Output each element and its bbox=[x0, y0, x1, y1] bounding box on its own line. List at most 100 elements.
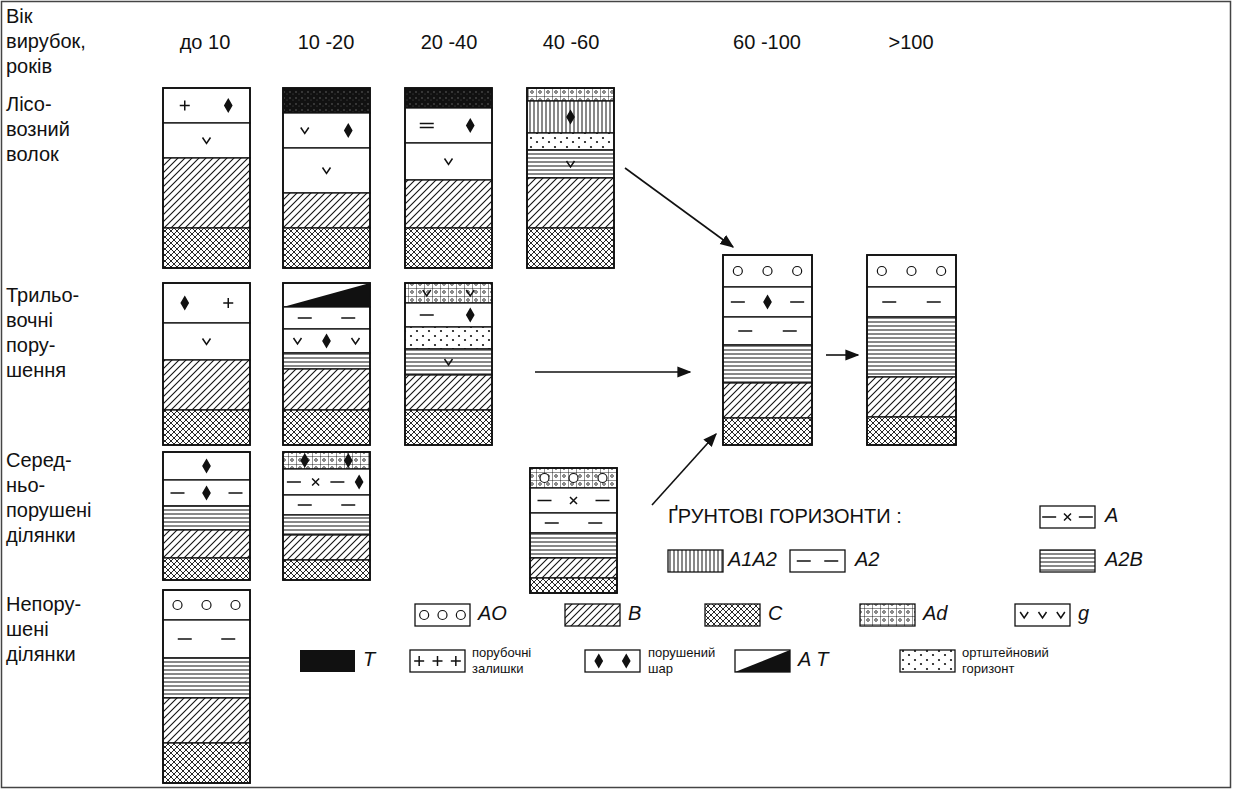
soil-horizon bbox=[867, 317, 956, 377]
soil-horizon bbox=[163, 360, 250, 410]
horizon-symbol bbox=[345, 125, 352, 137]
column-header: 40 -60 bbox=[543, 30, 600, 55]
horizon-symbol bbox=[294, 338, 302, 344]
horizon-symbol bbox=[1039, 612, 1047, 618]
horizon-symbol bbox=[301, 455, 308, 467]
row-label: Серед- ньо- порушені ділянки bbox=[6, 448, 92, 548]
column-header: 10 -20 bbox=[298, 30, 355, 55]
horizon-symbol bbox=[414, 656, 424, 666]
soil-horizon bbox=[527, 150, 614, 178]
succession-arrow bbox=[535, 371, 690, 373]
circle-symbol bbox=[569, 474, 578, 483]
column-header: 20 -40 bbox=[421, 30, 478, 55]
soil-horizon bbox=[283, 452, 370, 469]
horizon-symbol bbox=[287, 481, 301, 483]
soil-horizon bbox=[163, 743, 250, 783]
horizon-symbol bbox=[467, 120, 474, 132]
soil-horizon bbox=[565, 604, 620, 626]
succession-arrow bbox=[625, 168, 733, 247]
soil-horizon bbox=[530, 488, 617, 513]
soil-horizon bbox=[405, 228, 492, 268]
soil-horizon bbox=[163, 558, 250, 580]
horizon-symbol bbox=[301, 128, 309, 134]
soil-profile bbox=[163, 452, 250, 580]
horizon-symbol bbox=[445, 159, 453, 165]
succession-arrow bbox=[652, 434, 716, 505]
legend-sample bbox=[1015, 604, 1070, 626]
soil-horizon bbox=[283, 329, 370, 353]
soil-horizon bbox=[283, 353, 370, 369]
horizon-symbol bbox=[433, 656, 443, 666]
horizon-symbol bbox=[731, 301, 745, 303]
soil-horizon bbox=[723, 383, 812, 418]
horizon-symbol bbox=[445, 359, 453, 365]
soil-horizon bbox=[867, 255, 956, 287]
legend-swatch bbox=[300, 650, 355, 672]
soil-horizon bbox=[405, 375, 492, 410]
horizon-symbol bbox=[330, 481, 344, 483]
horizon-symbol bbox=[797, 560, 811, 562]
soil-profile bbox=[530, 468, 617, 593]
soil-profile bbox=[163, 88, 250, 268]
legend-label: A2B bbox=[1105, 547, 1143, 572]
horizon-symbol bbox=[623, 655, 630, 667]
soil-horizon bbox=[527, 133, 614, 150]
profile-outline bbox=[867, 255, 956, 445]
column-header: >100 bbox=[888, 30, 933, 55]
legend-label: A T bbox=[798, 647, 828, 672]
horizon-symbol bbox=[927, 301, 941, 303]
horizon-symbol bbox=[451, 656, 461, 666]
horizon-symbol bbox=[1042, 516, 1056, 518]
horizon-symbol bbox=[1064, 514, 1071, 521]
horizon-symbol bbox=[356, 476, 363, 488]
horizon-symbol bbox=[221, 638, 235, 640]
legend-sample bbox=[415, 604, 470, 626]
horizon-symbol bbox=[790, 301, 804, 303]
legend-label: A bbox=[1105, 503, 1118, 528]
horizon-symbol bbox=[203, 138, 211, 144]
soil-horizon bbox=[163, 698, 250, 743]
legend-label: порушений шар bbox=[648, 645, 715, 676]
horizon-symbol bbox=[181, 297, 188, 309]
soil-horizon bbox=[867, 287, 956, 317]
soil-horizon bbox=[283, 88, 370, 113]
horizon-symbol bbox=[596, 500, 610, 502]
horizon-symbol bbox=[588, 522, 602, 524]
soil-horizon bbox=[405, 283, 492, 303]
soil-horizon bbox=[723, 287, 812, 317]
soil-horizon bbox=[530, 558, 617, 578]
horizon-symbol bbox=[595, 655, 602, 667]
horizon-symbol bbox=[323, 335, 330, 347]
soil-horizon bbox=[900, 650, 955, 672]
legend-sample bbox=[585, 650, 640, 672]
legend-sample bbox=[735, 650, 790, 672]
circle-symbol bbox=[937, 267, 946, 276]
horizon-symbol bbox=[1020, 612, 1028, 618]
soil-horizon bbox=[585, 650, 640, 672]
horizon-symbol bbox=[423, 290, 431, 296]
soil-horizon bbox=[405, 180, 492, 228]
soil-horizon bbox=[163, 658, 250, 698]
soil-horizon bbox=[405, 303, 492, 327]
legend-label: C bbox=[768, 601, 782, 626]
soil-horizon bbox=[1040, 550, 1095, 572]
arrows bbox=[535, 168, 858, 505]
legend-sample bbox=[860, 604, 915, 626]
profile-outline bbox=[530, 468, 617, 593]
horizon-symbol bbox=[567, 111, 574, 123]
horizon-symbol bbox=[203, 339, 211, 345]
soil-horizon bbox=[527, 101, 614, 133]
soil-horizon bbox=[405, 143, 492, 180]
horizon-symbol bbox=[171, 492, 185, 494]
circle-symbol bbox=[540, 474, 549, 483]
soil-horizon bbox=[530, 533, 617, 558]
horizon-symbol bbox=[341, 504, 355, 506]
soil-horizon bbox=[283, 560, 370, 580]
legend-label: g bbox=[1078, 601, 1089, 626]
profile-outline bbox=[283, 283, 370, 445]
circle-symbol bbox=[877, 267, 886, 276]
horizon-symbol bbox=[538, 500, 552, 502]
soil-profile bbox=[405, 283, 492, 445]
